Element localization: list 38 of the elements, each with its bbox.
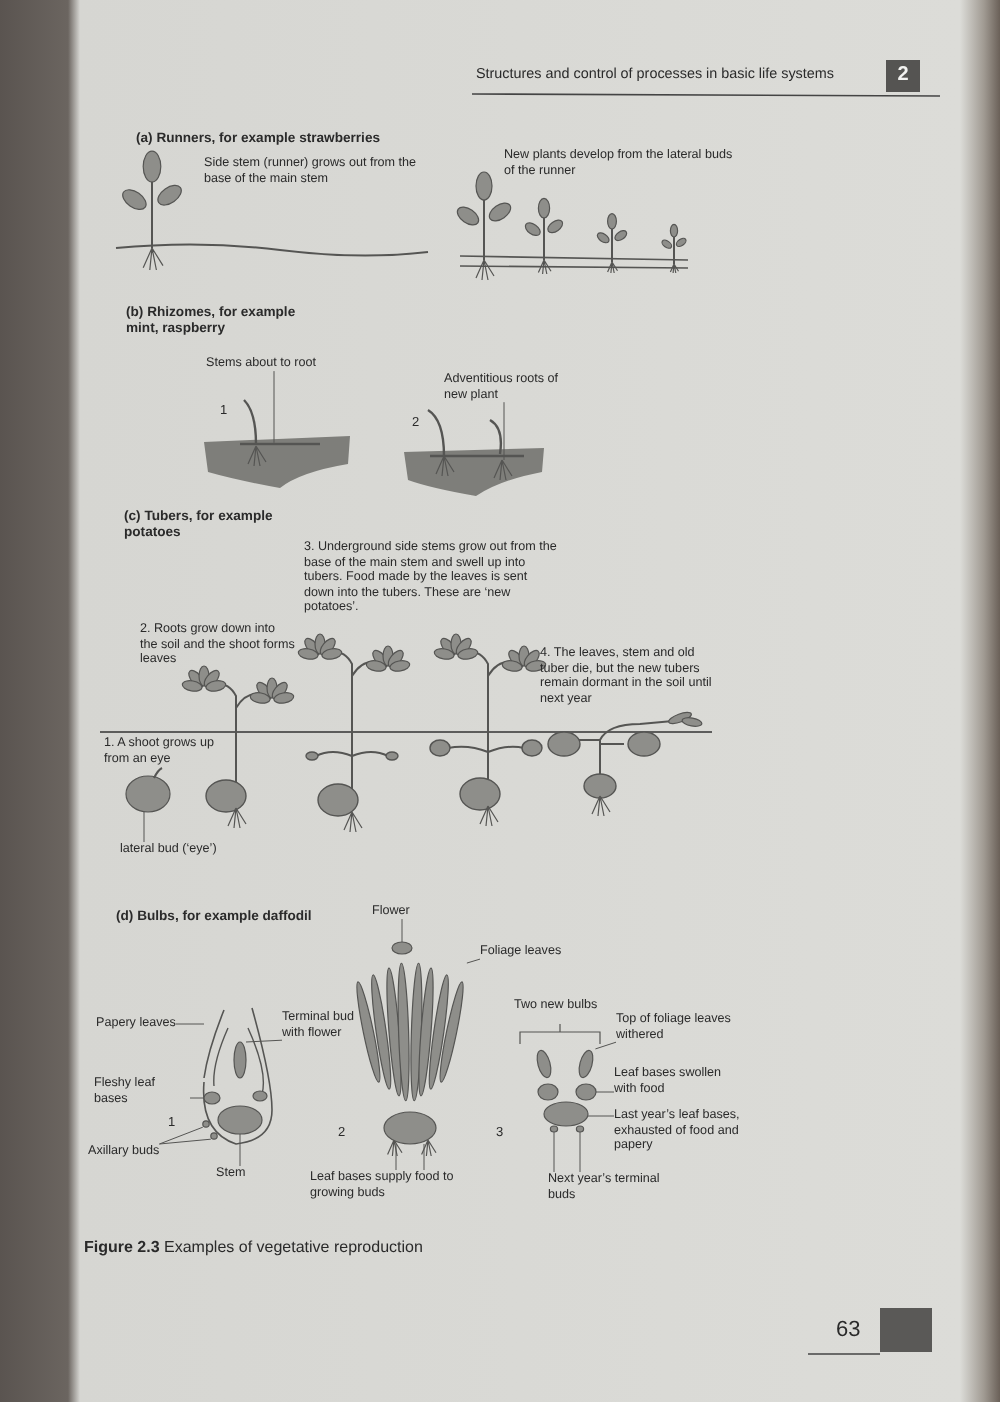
leader-line (401, 918, 403, 943)
leader-line (466, 958, 481, 964)
axillary-bud (202, 1120, 210, 1128)
leader-line (189, 1097, 205, 1099)
leaf-bases (383, 1111, 437, 1145)
leader-line (158, 1138, 212, 1145)
fleshy-leaf-base (203, 1091, 221, 1105)
figure-caption: Figure 2.3 Examples of vegetative reproduction (84, 1238, 423, 1256)
swollen-leaf-base (575, 1083, 597, 1101)
leader-line (553, 1131, 555, 1173)
withered-leaf-top (578, 1049, 594, 1079)
rhizome-stem (240, 442, 320, 446)
terminal-bud (575, 1125, 585, 1133)
potato-tuber (125, 775, 171, 813)
papery-leaf (203, 1009, 225, 1079)
leader-line (239, 1133, 241, 1167)
axillary-bud (210, 1132, 218, 1140)
bulb-stem (217, 1105, 263, 1135)
leader-line (503, 401, 505, 461)
chapter-number: 2 (886, 60, 920, 92)
leader-line (158, 1126, 204, 1145)
old-leaf-base (543, 1101, 589, 1127)
page-number: 63 (836, 1318, 861, 1345)
leader-line (595, 1091, 615, 1093)
leader-line (273, 370, 275, 444)
leader-line (594, 1041, 617, 1050)
leader-line (143, 811, 145, 843)
leader-line (579, 1131, 581, 1173)
leader-line (395, 1143, 397, 1171)
leader-line (175, 1023, 205, 1025)
terminal-bud (549, 1125, 559, 1133)
leader-line (245, 1039, 283, 1043)
daffodil-flower (391, 941, 413, 955)
foliage-leaves (356, 962, 464, 1102)
leader-line (587, 1115, 615, 1117)
adventitious-roots (493, 459, 513, 481)
terminal-bud (233, 1041, 247, 1079)
leader-line (423, 1143, 425, 1171)
